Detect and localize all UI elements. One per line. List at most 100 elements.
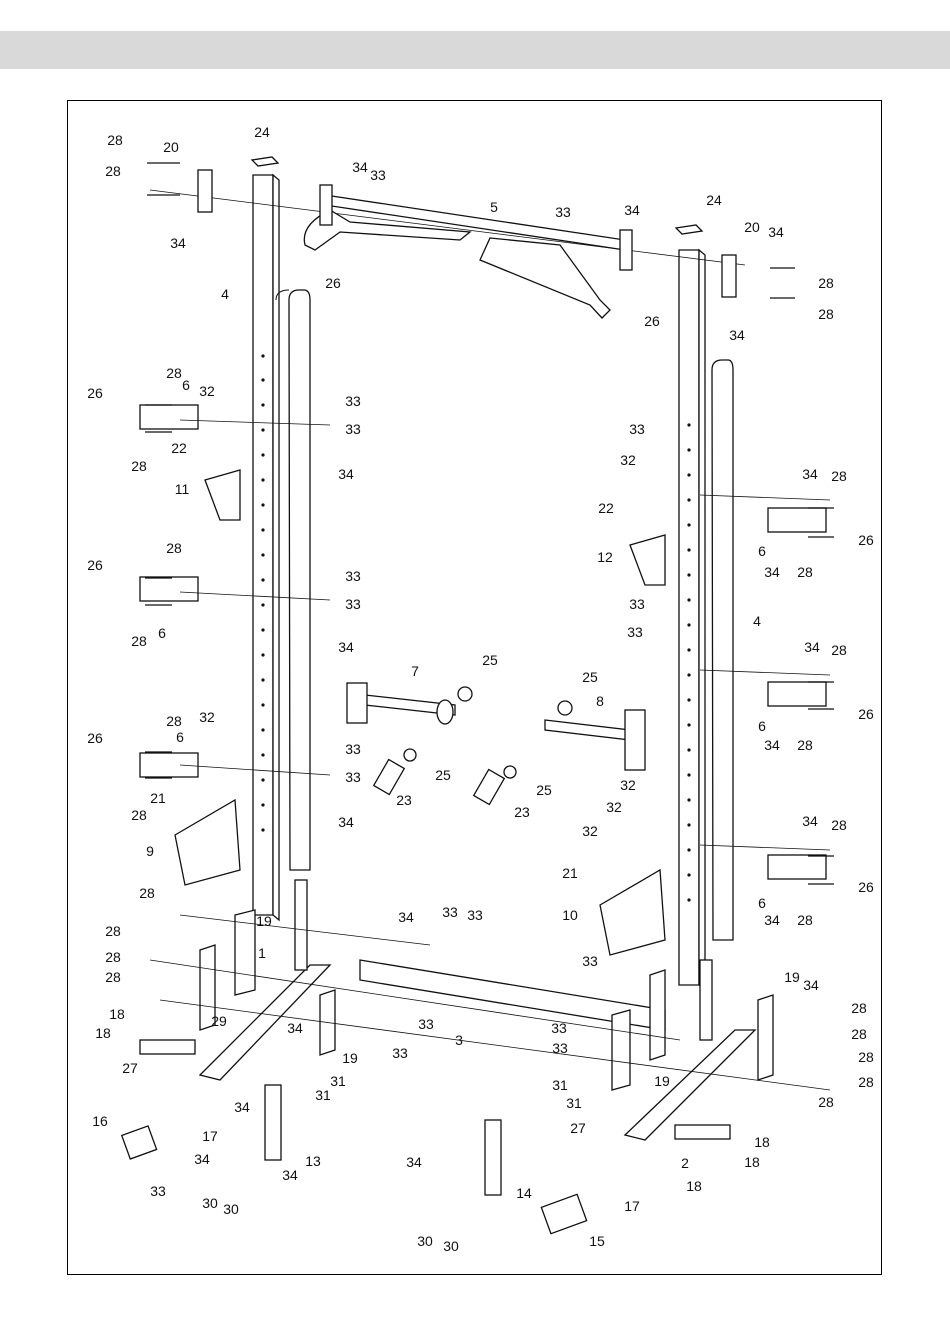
plate-20-left [197,169,213,213]
part-callout-28: 28 [831,468,847,484]
part-callout-14: 14 [516,1185,532,1201]
roller-16 [120,1125,158,1160]
left-rail [288,289,311,871]
part-callout-26: 26 [858,706,874,722]
part-callout-4: 4 [221,286,229,302]
part-callout-34: 34 [768,224,784,240]
part-callout-33: 33 [370,167,386,183]
part-callout-26: 26 [87,557,103,573]
part-callout-19: 19 [784,969,800,985]
part-callout-13: 13 [305,1153,321,1169]
part-callout-34: 34 [406,1154,422,1170]
part-callout-33: 33 [555,204,571,220]
part-callout-3: 3 [455,1032,463,1048]
part-callout-6: 6 [758,718,766,734]
part-callout-10: 10 [562,907,578,923]
part-callout-15: 15 [589,1233,605,1249]
part-callout-34: 34 [802,466,818,482]
part-callout-34: 34 [764,912,780,928]
part-callout-33: 33 [442,904,458,920]
part-callout-28: 28 [139,885,155,901]
part-callout-34: 34 [624,202,640,218]
part-callout-34: 34 [398,909,414,925]
part-callout-12: 12 [597,549,613,565]
part-callout-25: 25 [582,669,598,685]
part-callout-28: 28 [131,633,147,649]
part-callout-28: 28 [858,1074,874,1090]
part-callout-18: 18 [754,1134,770,1150]
part-callout-33: 33 [629,421,645,437]
right-upright-side [698,248,706,992]
part-callout-34: 34 [194,1151,210,1167]
part-callout-26: 26 [858,532,874,548]
safety-arm-8 [544,719,631,741]
part-callout-4: 4 [753,613,761,629]
part-callout-28: 28 [166,540,182,556]
part-callout-21: 21 [562,865,578,881]
part-callout-20: 20 [163,139,179,155]
part-callout-27: 27 [570,1120,586,1136]
part-callout-24: 24 [254,124,270,140]
part-callout-32: 32 [620,452,636,468]
foam-18-left [139,1039,196,1055]
part-callout-34: 34 [803,977,819,993]
part-callout-23: 23 [514,804,530,820]
part-callout-26: 26 [87,730,103,746]
axis-lines [149,419,831,1091]
part-callout-28: 28 [105,949,121,965]
part-callout-11: 11 [175,481,190,497]
part-callout-34: 34 [764,564,780,580]
part-callout-32: 32 [582,823,598,839]
part-callout-34: 34 [338,814,354,830]
part-callout-33: 33 [345,596,361,612]
part-callout-34: 34 [338,639,354,655]
part-callout-30: 30 [443,1238,459,1254]
part-callout-33: 33 [392,1045,408,1061]
part-callout-30: 30 [417,1233,433,1249]
part-callout-22: 22 [171,440,187,456]
part-callout-28: 28 [105,923,121,939]
base-right-2 [623,1029,757,1141]
part-callout-26: 26 [87,385,103,401]
part-callout-31: 31 [315,1087,331,1103]
part-callout-24: 24 [706,192,722,208]
left-upright-side [272,173,280,922]
dip-handle-10 [599,868,666,956]
plate-holder-13 [264,1084,282,1161]
part-callout-18: 18 [95,1025,111,1041]
part-callout-7: 7 [411,663,419,679]
part-callout-26: 26 [644,313,660,329]
part-callout-16: 16 [92,1113,108,1129]
part-callout-19: 19 [342,1050,358,1066]
part-callout-33: 33 [345,769,361,785]
part-callout-33: 33 [345,393,361,409]
part-callout-31: 31 [330,1073,346,1089]
part-callout-28: 28 [818,306,834,322]
upright-holes [261,354,691,902]
part-callout-32: 32 [620,777,636,793]
part-callout-20: 20 [744,219,760,235]
part-callout-32: 32 [199,383,215,399]
part-callout-28: 28 [797,564,813,580]
cap-24-left [250,156,280,167]
part-callout-33: 33 [345,568,361,584]
part-callout-33: 33 [345,421,361,437]
plate-holder-14 [484,1119,502,1196]
part-callout-19: 19 [654,1073,670,1089]
part-callout-34: 34 [282,1167,298,1183]
part-callout-34: 34 [802,813,818,829]
part-callout-6: 6 [758,543,766,559]
part-callout-26: 26 [325,275,341,291]
part-callout-8: 8 [596,693,604,709]
part-callout-9: 9 [146,843,154,859]
part-callout-28: 28 [105,163,121,179]
part-callout-1: 1 [258,945,266,961]
part-callout-28: 28 [166,365,182,381]
header-bar [0,31,950,69]
part-callout-34: 34 [764,737,780,753]
right-rail [711,359,734,941]
part-callout-5: 5 [490,199,498,215]
part-callout-28: 28 [131,807,147,823]
